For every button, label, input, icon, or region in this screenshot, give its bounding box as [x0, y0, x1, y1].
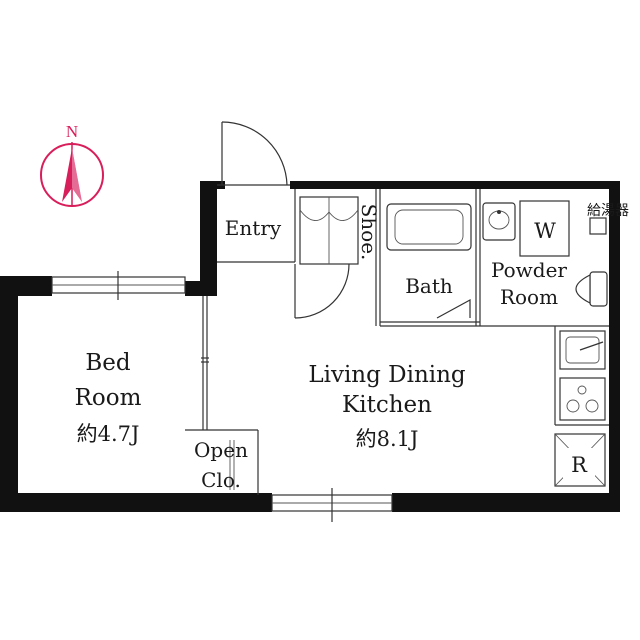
room-label-ldk-line1: Living Dining: [308, 362, 466, 388]
room-label-powder-line2: Room: [500, 285, 558, 309]
powder-sink: [482, 202, 516, 241]
refrigerator-space: [554, 433, 606, 487]
window-ldk: [271, 488, 393, 522]
kitchen-sink: [559, 330, 606, 370]
interior-walls: [185, 189, 609, 495]
room-label-bath: Bath: [405, 274, 453, 298]
refrigerator-label: R: [571, 453, 588, 477]
room-label-bed-line1: Bed: [85, 350, 131, 376]
toilet: [575, 271, 608, 307]
room-label-bed-line2: Room: [75, 385, 142, 411]
stove: [559, 377, 606, 421]
entrance-door: [217, 121, 290, 186]
room-label-entry: Entry: [225, 216, 282, 240]
water-heater-label: 給湯器: [587, 202, 629, 219]
room-label-shoe: Shoe.: [357, 204, 381, 261]
bathtub: [386, 203, 472, 251]
room-label-closet-line1: Open: [194, 438, 248, 462]
room-label-powder-line1: Powder: [491, 258, 567, 282]
washer-label: W: [534, 219, 556, 243]
room-label-closet-line2: Clo.: [201, 468, 241, 492]
compass-arrow-icon: [62, 148, 82, 202]
water-heater-box: [589, 217, 607, 235]
room-label-ldk-line2: Kitchen: [342, 392, 432, 418]
exterior-walls: [0, 181, 620, 512]
washer-space: [519, 200, 570, 257]
room-size-bed: 約4.7J: [77, 422, 140, 446]
north-compass: N: [40, 122, 104, 207]
compass-north-label: N: [66, 122, 78, 141]
room-size-ldk: 約8.1J: [356, 427, 419, 451]
window-bedroom: [51, 271, 186, 300]
